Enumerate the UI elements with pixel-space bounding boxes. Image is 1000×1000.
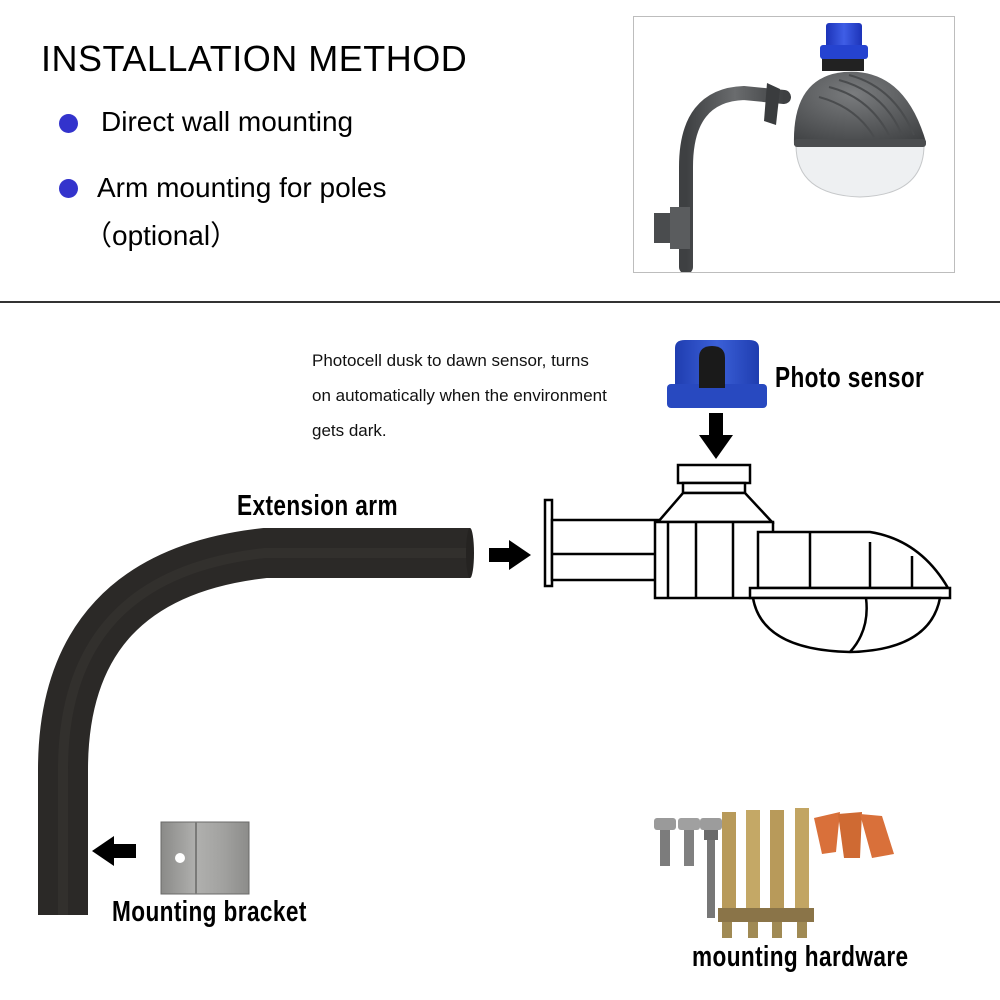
extension-arm-label: Extension arm — [237, 490, 398, 522]
fixture-body — [793, 71, 926, 145]
hex-bolts — [654, 818, 722, 918]
mounting-hardware-image — [654, 808, 894, 938]
sensor-neck — [822, 57, 864, 71]
arm-curve — [679, 85, 791, 272]
arm-collar — [670, 207, 690, 249]
mounting-bracket-image — [160, 821, 250, 895]
photocell-description-line: gets dark. — [312, 421, 387, 440]
arrow-down-icon — [699, 413, 733, 459]
arrow-left-icon — [92, 836, 136, 866]
bullet-dot-icon — [59, 114, 78, 133]
photo-sensor-image — [667, 340, 767, 408]
mounting-bracket-label: Mounting bracket — [112, 896, 307, 928]
wall-plate — [654, 213, 670, 243]
photocell-description-line: Photocell dusk to dawn sensor, turns — [312, 351, 589, 370]
fixture-rim — [794, 139, 926, 147]
bullet-direct-wall: Direct wall mounting — [101, 106, 354, 137]
expansion-anchors — [718, 808, 814, 938]
photo-sensor-label: Photo sensor — [775, 362, 925, 394]
photocell-description: Photocell dusk to dawn sensor, turns on … — [312, 343, 607, 448]
photo-sensor-base — [820, 45, 868, 59]
product-photo — [633, 16, 955, 273]
wire-nuts — [814, 812, 894, 858]
cooling-fins — [818, 74, 915, 138]
bullet-arm-mounting: Arm mounting for poles — [97, 172, 387, 203]
bullet-dot-icon — [59, 179, 78, 198]
fixture-bracket — [764, 83, 780, 125]
page-title: INSTALLATION METHOD — [41, 38, 468, 79]
mounting-hardware-label: mounting hardware — [692, 941, 909, 973]
sensor-window — [699, 346, 725, 388]
bullet-arm-mounting-optional: （optional） — [84, 220, 239, 251]
fixture-lens — [795, 144, 925, 198]
fixture-line-drawing — [543, 463, 952, 654]
photocell-description-line: on automatically when the environment — [312, 386, 607, 405]
extension-arm-image — [38, 528, 474, 915]
section-divider — [0, 301, 1000, 303]
arrow-right-icon — [489, 540, 531, 570]
light-fixture-illustration — [654, 23, 926, 272]
